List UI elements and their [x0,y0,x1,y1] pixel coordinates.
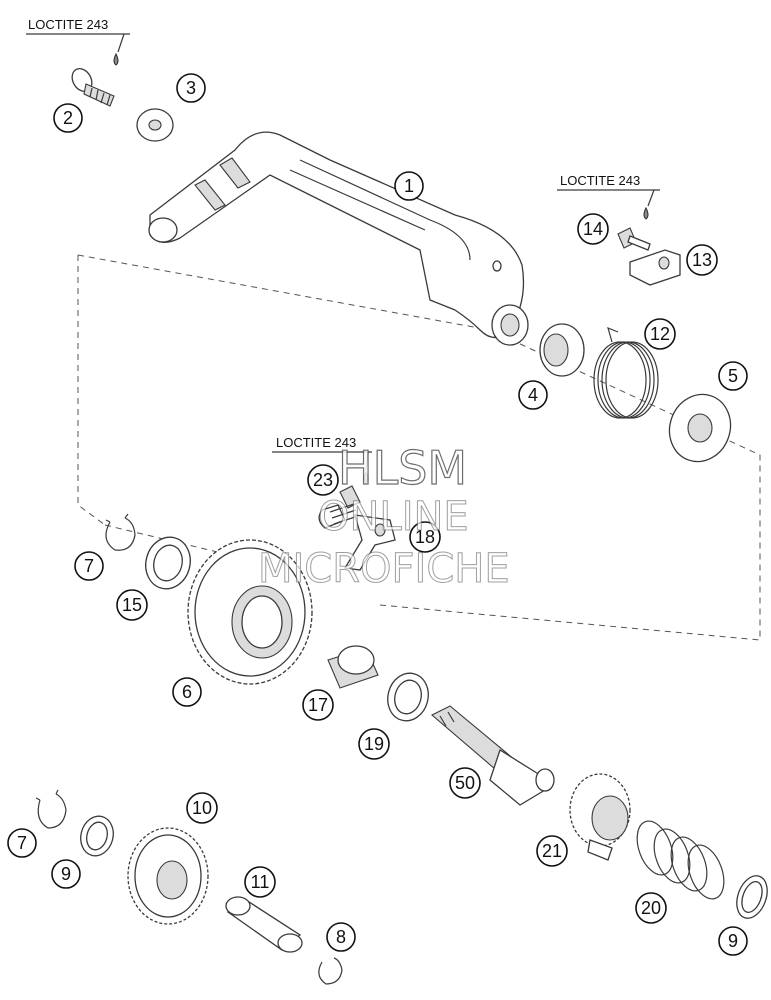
svg-text:15: 15 [122,595,142,615]
svg-text:21: 21 [542,841,562,861]
svg-text:23: 23 [313,470,333,490]
callout-17: 17 [302,689,334,721]
ratchet-assembly-parts-18-23 [318,485,396,571]
loctite-label: LOCTITE 243 [276,435,356,450]
callout-10: 10 [186,792,218,824]
svg-text:50: 50 [455,773,475,793]
loctite-drop-icon [113,52,119,66]
callout-13: 13 [686,244,718,276]
svg-text:12: 12 [650,324,670,344]
assembly-outline [77,254,761,641]
watermark-line-3: MICROFICHE [258,546,510,592]
ratchet-gear-part-21 [569,773,631,861]
svg-text:6: 6 [182,682,192,702]
svg-text:2: 2 [63,108,73,128]
washer-part-9-right [736,875,768,919]
gear-part-6 [187,539,313,685]
needle-bearing-part-17 [327,645,379,689]
callout-7-upper: 7 [74,551,104,581]
circlip-part-7-upper [105,513,136,551]
svg-text:19: 19 [364,734,384,754]
loctite-label: LOCTITE 243 [28,17,108,32]
svg-text:5: 5 [728,366,738,386]
svg-text:13: 13 [692,250,712,270]
svg-text:20: 20 [641,898,661,918]
idler-shaft-part-11 [225,896,303,953]
kickstarter-lever-part-1 [148,131,529,346]
loctite-note-top-left: LOCTITE 243 [26,17,130,66]
callout-15: 15 [116,589,148,621]
svg-text:3: 3 [186,78,196,98]
callout-21: 21 [536,835,568,867]
callout-9-right: 9 [718,926,748,956]
loctite-label: LOCTITE 243 [560,173,640,188]
watermark: HLSM ONLINE MICROFICHE [258,440,511,592]
watermark-line-2: ONLINE [318,494,469,540]
callout-5: 5 [718,361,748,391]
svg-text:9: 9 [728,931,738,951]
loctite-drop-icon [363,470,369,484]
callout-8: 8 [326,922,356,952]
thrust-washer-part-19 [387,672,429,722]
callout-14: 14 [577,213,609,245]
callout-7-lower: 7 [7,828,37,858]
loctite-note-center: LOCTITE 243 [272,435,372,484]
svg-text:4: 4 [528,385,538,405]
callout-50: 50 [449,767,481,799]
return-spring-part-20 [636,820,725,900]
svg-text:7: 7 [84,556,94,576]
callout-19: 19 [358,728,390,760]
shim-part-15 [145,536,191,590]
callout-9-left: 9 [51,859,81,889]
loctite-note-right: LOCTITE 243 [557,173,660,220]
callout-11: 11 [244,866,276,898]
callout-20: 20 [635,892,667,924]
bracket-part-13 [629,249,681,286]
svg-text:17: 17 [308,695,328,715]
washer-part-5 [668,393,732,463]
callout-1: 1 [394,171,424,201]
svg-text:7: 7 [17,833,27,853]
callout-18: 18 [409,521,441,553]
svg-text:10: 10 [192,798,212,818]
watermark-line-1: HLSM [338,441,467,495]
svg-text:1: 1 [404,176,414,196]
callout-12: 12 [644,318,676,350]
loctite-drop-icon [643,206,649,220]
callout-4: 4 [518,380,548,410]
circlip-part-7-lower [35,789,67,829]
svg-text:11: 11 [251,872,270,892]
kick-shaft-part-50 [431,705,555,806]
callout-3: 3 [176,73,206,103]
svg-text:18: 18 [415,527,435,547]
seal-ring-part-4 [539,323,585,377]
circlip-part-8 [318,957,343,985]
callout-2: 2 [53,103,83,133]
callouts: 1 2 3 4 5 6 7 7 8 9 9 10 11 12 13 14 15 … [7,73,748,956]
svg-text:14: 14 [583,219,603,239]
callout-23: 23 [307,464,339,496]
screw-part-2 [71,68,115,107]
callout-6: 6 [172,677,202,707]
bolt-part-14 [617,227,651,251]
spring-part-12 [593,326,659,419]
idler-gear-part-10 [127,827,209,925]
washer-part-9-left [80,815,114,857]
svg-text:8: 8 [336,927,346,947]
svg-text:9: 9 [61,864,71,884]
washer-part-3 [136,108,174,142]
